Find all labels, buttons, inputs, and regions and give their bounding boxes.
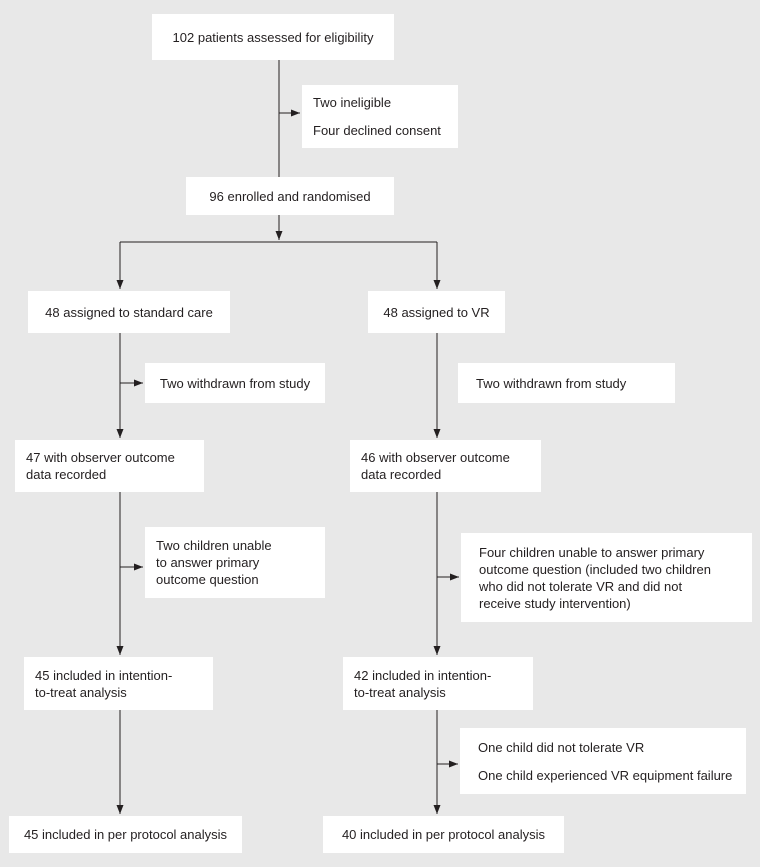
flow-box-withdrawn-standard-care: Two withdrawn from study [145,363,325,403]
flow-box-observer-standard-care: 47 with observer outcome data recorded [15,440,204,492]
not-tolerate-line-2: One child experienced VR equipment failu… [478,767,733,783]
flow-box-not-tolerate-vr: One child did not tolerate VR One child … [460,728,746,794]
not-tolerate-line-1: One child did not tolerate VR [478,739,645,755]
flow-box-per-protocol-vr: 40 included in per protocol analysis [323,816,564,853]
flow-box-assigned-standard-care: 48 assigned to standard care [28,291,230,333]
ineligible-line-1: Two ineligible [313,95,392,110]
flow-box-assessed: 102 patients assessed for eligibility [152,14,394,60]
flow-box-observer-vr: 46 with observer outcome data recorded [350,440,541,492]
flow-box-assigned-vr: 48 assigned to VR [368,291,505,333]
flow-box-withdrawn-vr: Two withdrawn from study [458,363,675,403]
flow-box-unable-vr: Four children unable to answer primary o… [461,533,752,622]
flow-box-unable-standard-care: Two children unable to answer primary ou… [145,527,325,598]
flow-box-per-protocol-standard-care: 45 included in per protocol analysis [9,816,242,853]
ineligible-line-2: Four declined consent [313,123,441,138]
flow-box-itt-vr: 42 included in intention- to-treat analy… [343,657,533,710]
flow-box-itt-standard-care: 45 included in intention- to-treat analy… [24,657,213,710]
flow-box-enrolled: 96 enrolled and randomised [186,177,394,215]
flow-box-ineligible: Two ineligible Four declined consent [302,85,458,148]
